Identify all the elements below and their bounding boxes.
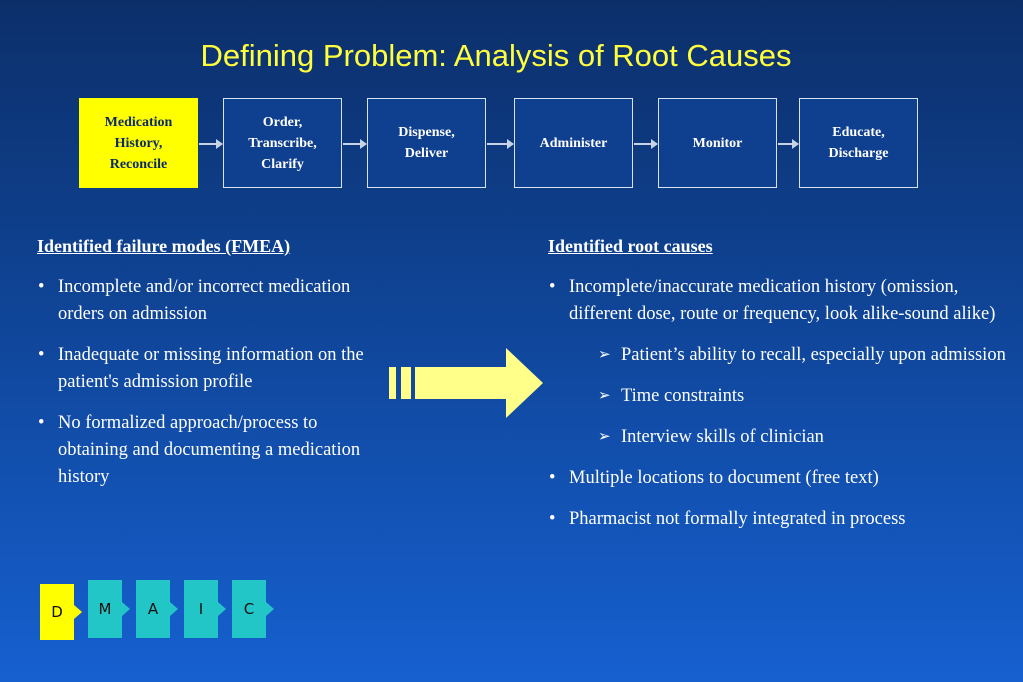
list-item: •Incomplete/inaccurate medication histor… <box>547 274 1007 328</box>
dmaic-step-c: C <box>232 580 274 638</box>
failure-modes-heading: Identified failure modes (FMEA) <box>37 236 291 256</box>
chevron-icon <box>170 602 178 616</box>
list-item: •Inadequate or missing information on th… <box>36 342 386 396</box>
sub-list-item: ➢Time constraints <box>598 383 1007 410</box>
arrow-bullet-icon: ➢ <box>598 388 611 404</box>
sub-list-item: ➢Interview skills of clinician <box>598 424 1007 451</box>
dmaic-step-m: M <box>88 580 130 638</box>
arrow-bullet-icon: ➢ <box>598 347 611 363</box>
bullet-icon: • <box>549 509 556 529</box>
flow-arrow <box>634 139 658 149</box>
process-step-administer: Administer <box>514 98 633 188</box>
root-causes-heading: Identified root causes <box>548 236 713 256</box>
process-step-monitor: Monitor <box>658 98 777 188</box>
list-item: •Incomplete and/or incorrect medication … <box>36 274 386 328</box>
sub-list-item: ➢Patient’s ability to recall, especially… <box>598 342 1007 369</box>
bullet-icon: • <box>549 277 556 297</box>
process-step-order: Order, Transcribe, Clarify <box>223 98 342 188</box>
list-item: •Pharmacist not formally integrated in p… <box>547 506 1007 533</box>
root-causes-list: •Incomplete/inaccurate medication histor… <box>547 274 1007 547</box>
flow-arrow <box>199 139 223 149</box>
dmaic-step-i: I <box>184 580 226 638</box>
failure-modes-list: •Incomplete and/or incorrect medication … <box>36 274 386 505</box>
chevron-icon <box>74 605 82 619</box>
flow-arrow <box>343 139 367 149</box>
chevron-icon <box>122 602 130 616</box>
bullet-icon: • <box>549 468 556 488</box>
flow-arrow <box>778 139 799 149</box>
chevron-icon <box>218 602 226 616</box>
chevron-icon <box>266 602 274 616</box>
process-step-dispense: Dispense, Deliver <box>367 98 486 188</box>
flow-arrow <box>487 139 514 149</box>
arrow-bullet-icon: ➢ <box>598 429 611 445</box>
dmaic-step-a: A <box>136 580 178 638</box>
big-right-arrow-icon <box>389 348 543 418</box>
list-item: •Multiple locations to document (free te… <box>547 465 1007 492</box>
bullet-icon: • <box>38 277 45 297</box>
dmaic-step-d: D <box>40 584 82 640</box>
list-item: •No formalized approach/process to obtai… <box>36 410 386 491</box>
process-step-medication-history: Medication History, Reconcile <box>79 98 198 188</box>
bullet-icon: • <box>38 345 45 365</box>
bullet-icon: • <box>38 413 45 433</box>
process-step-educate: Educate, Discharge <box>799 98 918 188</box>
slide-title: Defining Problem: Analysis of Root Cause… <box>200 38 792 73</box>
